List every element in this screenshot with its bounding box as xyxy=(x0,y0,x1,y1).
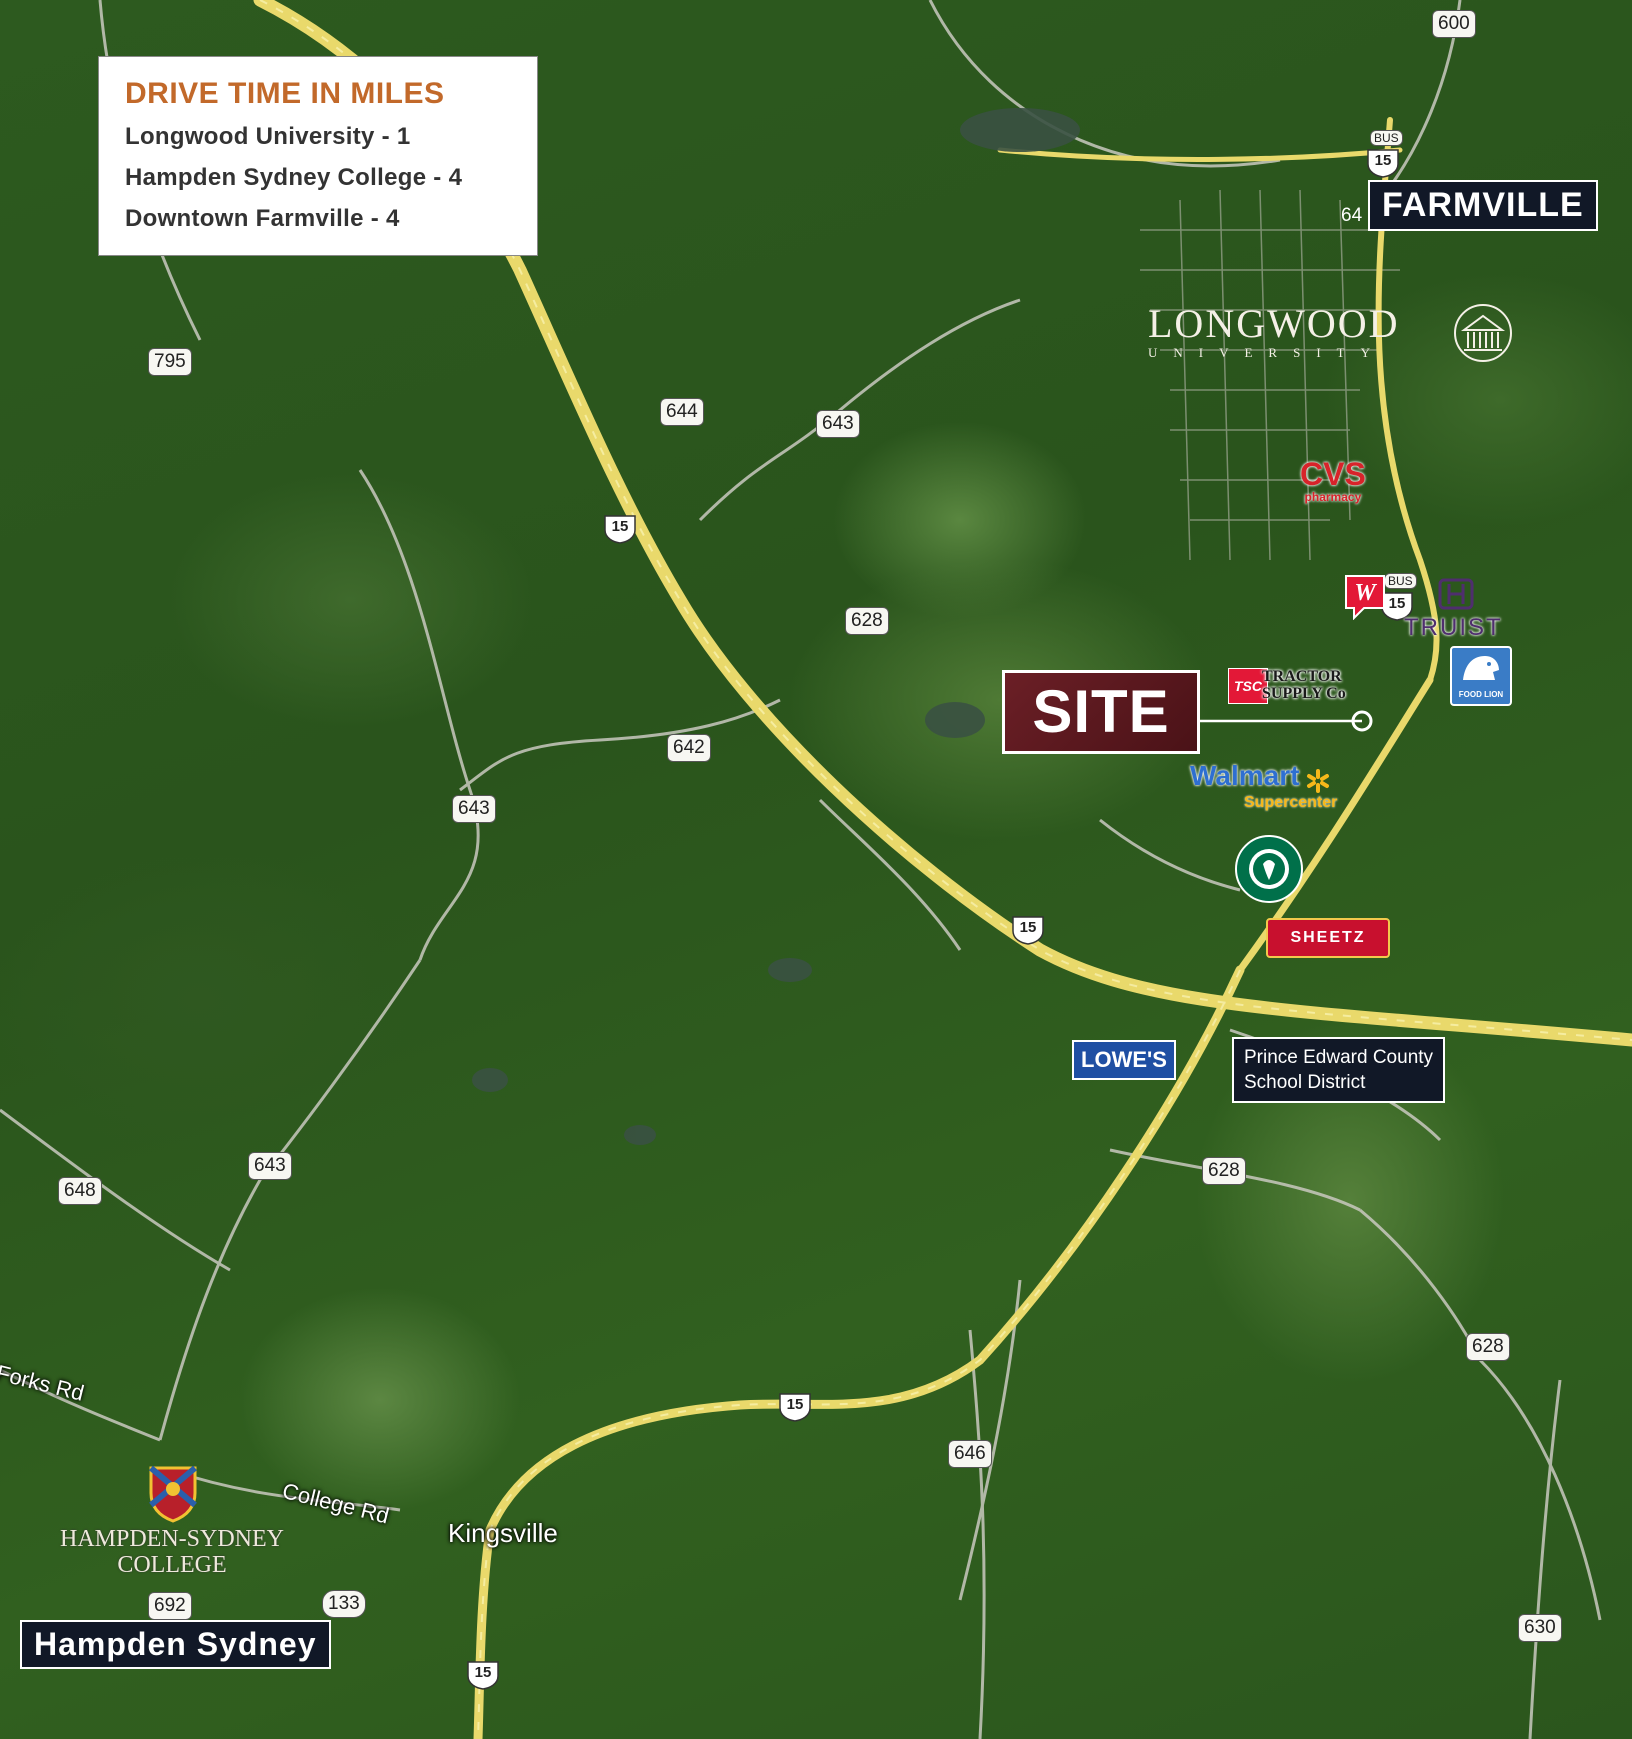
bus-15-number: 15 xyxy=(1374,152,1392,169)
cvs-sub: pharmacy xyxy=(1304,490,1362,504)
route-64-marker: 64 xyxy=(1341,205,1363,226)
route-628-marker: 628 xyxy=(1202,1157,1246,1185)
route-630-marker: 630 xyxy=(1518,1614,1562,1642)
lowes-logo: LOWE'S xyxy=(1072,1040,1176,1080)
us-15-number: 15 xyxy=(474,1664,492,1681)
route-133-marker: 133 xyxy=(322,1590,366,1618)
hsc-shield-icon xyxy=(149,1465,197,1523)
route-646-marker: 646 xyxy=(948,1440,992,1468)
tractor-supply-line2: SUPPLY Co xyxy=(1262,685,1346,702)
us-15-shield: 15 xyxy=(466,1660,500,1690)
route-795-marker: 795 xyxy=(148,348,192,376)
cvs-name: CVS xyxy=(1300,456,1366,492)
us-15-number: 15 xyxy=(1019,919,1037,936)
bus-route-tag: BUS xyxy=(1370,130,1403,146)
bus-15-number: 15 xyxy=(1388,595,1406,612)
us-15-shield: 15 xyxy=(778,1392,812,1422)
route-600-marker: 600 xyxy=(1432,10,1476,38)
tractor-supply-line1: TRACTOR xyxy=(1262,668,1342,685)
bus-15-shield: 15 xyxy=(1366,148,1400,178)
site-marker-label[interactable]: SITE xyxy=(1002,670,1200,754)
tsc-logo-mark: TSC xyxy=(1228,668,1268,704)
tractor-supply-logo: TRACTOR SUPPLY Co xyxy=(1262,668,1346,702)
route-628-marker: 628 xyxy=(845,607,889,635)
longwood-rotunda-icon xyxy=(1454,304,1512,362)
food-lion-logo: FOOD LION xyxy=(1450,646,1512,706)
cvs-pharmacy-logo: CVS pharmacy xyxy=(1300,458,1366,504)
longwood-university-logo: LONGWOOD UNIVERSITY xyxy=(1148,300,1468,361)
hampden-sydney-label: Hampden Sydney xyxy=(20,1620,331,1669)
route-643-marker: 643 xyxy=(248,1152,292,1180)
us-15-number: 15 xyxy=(786,1396,804,1413)
walmart-spark-icon xyxy=(1306,768,1329,793)
walmart-supercenter-logo: Walmart Supercenter xyxy=(1190,760,1337,812)
us-15-number: 15 xyxy=(611,518,629,535)
svg-text:W: W xyxy=(1354,580,1377,606)
us-shield-icon xyxy=(1012,916,1044,945)
route-648-marker: 648 xyxy=(58,1177,102,1205)
us-shield-icon xyxy=(1381,592,1413,621)
route-644-marker: 644 xyxy=(660,398,704,426)
hsc-logo-text: HAMPDEN-SYDNEY COLLEGE xyxy=(46,1526,298,1578)
us-15-shield: 15 xyxy=(603,514,637,544)
truist-name: TRUIST xyxy=(1404,614,1503,641)
legend-item-longwood: Longwood University - 1 xyxy=(125,123,411,150)
school-district-label: Prince Edward County School District xyxy=(1232,1037,1446,1103)
legend-item-downtown: Downtown Farmville - 4 xyxy=(125,205,400,232)
farmville-label: FARMVILLE xyxy=(1368,180,1598,231)
walmart-sub: Supercenter xyxy=(1244,793,1338,811)
route-643-marker: 643 xyxy=(816,410,860,438)
school-district-line2: School District xyxy=(1244,1072,1366,1093)
route-642-marker: 642 xyxy=(667,734,711,762)
us-shield-icon xyxy=(1367,149,1399,178)
walmart-name: Walmart xyxy=(1190,760,1300,791)
hsc-name-line1: HAMPDEN-SYDNEY xyxy=(59,1526,284,1552)
lion-icon xyxy=(1463,656,1499,680)
drive-time-legend: DRIVE TIME IN MILES Longwood University … xyxy=(98,56,538,256)
school-district-line1: Prince Edward County xyxy=(1244,1047,1434,1068)
us-shield-icon xyxy=(467,1661,499,1690)
food-lion-name: FOOD LION xyxy=(1458,690,1504,699)
starbucks-logo-icon xyxy=(1235,835,1303,903)
kingsville-label: Kingsville xyxy=(448,1518,558,1548)
bus-route-tag: BUS xyxy=(1384,573,1417,589)
route-692-marker: 692 xyxy=(148,1592,192,1620)
route-628-marker: 628 xyxy=(1466,1333,1510,1361)
walgreens-logo-icon: W xyxy=(1345,575,1385,620)
legend-item-hampden-sydney: Hampden Sydney College - 4 xyxy=(125,164,463,191)
sheetz-logo: SHEETZ xyxy=(1266,918,1390,958)
longwood-sub: UNIVERSITY xyxy=(1148,345,1386,360)
route-643-marker: 643 xyxy=(452,795,496,823)
longwood-name: LONGWOOD xyxy=(1148,301,1400,346)
legend-title: DRIVE TIME IN MILES xyxy=(125,77,445,110)
us-shield-icon xyxy=(604,515,636,544)
bus-15-shield: 15 xyxy=(1380,591,1414,621)
us-15-shield: 15 xyxy=(1011,915,1045,945)
truist-logo-icon xyxy=(1438,578,1474,610)
hsc-name-line2: COLLEGE xyxy=(117,1552,227,1578)
us-shield-icon xyxy=(779,1393,811,1422)
